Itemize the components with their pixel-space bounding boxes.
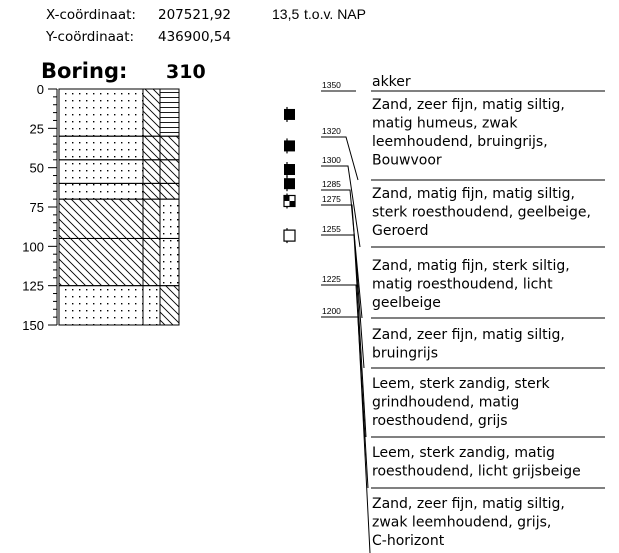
level-label: 1275 xyxy=(322,194,341,204)
level-label: 1320 xyxy=(322,126,341,136)
sample-checker-icon xyxy=(284,193,295,208)
axis-tick-label: 0 xyxy=(37,82,44,97)
lithology-column xyxy=(59,89,179,325)
axis-tick-label: 100 xyxy=(22,239,44,254)
level-label: 1300 xyxy=(322,155,341,165)
layer-description: Zand, zeer fijn, matig siltig, bruingrijs xyxy=(371,327,605,368)
sample-filled-icon xyxy=(284,176,295,191)
description-line: roesthoudend, licht grijsbeige xyxy=(372,464,581,480)
axis-tick-label: 75 xyxy=(30,200,44,215)
axis-tick-label: 50 xyxy=(30,161,44,176)
lithology-cell-right-hatch xyxy=(160,136,179,160)
y-coordinate-value: 436900,54 xyxy=(158,29,231,45)
axis-tick-label: 125 xyxy=(22,279,44,294)
level-connector xyxy=(344,285,368,488)
layer-description: Leem, sterk zandig, sterk grindhoudend, m… xyxy=(371,376,605,437)
sample-filled-icon xyxy=(284,107,295,122)
lithology-cell-left-dots xyxy=(59,160,143,184)
description-line: grindhoudend, matig xyxy=(372,395,519,411)
description-line: bruingrijs xyxy=(372,346,438,362)
layer-description: Leem, sterk zandig, matig roesthoudend, l… xyxy=(371,445,605,488)
sample-markers xyxy=(284,107,295,243)
description-line: Leem, sterk zandig, sterk xyxy=(372,376,551,392)
lithology-layer xyxy=(59,183,179,199)
elevation-reference: t.o.v. NAP xyxy=(304,6,366,22)
lithology-cell-mid-dots xyxy=(143,286,160,325)
lithology-cell-left-hatch xyxy=(59,199,143,238)
level-label: 1350 xyxy=(322,80,341,90)
description-line: matig humeus, zwak xyxy=(372,116,518,132)
level-label: 1200 xyxy=(322,306,341,316)
x-coordinate-label: X-coördinaat: xyxy=(46,7,136,23)
level-marker: 1350 xyxy=(321,80,356,91)
level-marker: 1255 xyxy=(321,224,366,437)
lithology-cell-mid-hatch xyxy=(143,160,160,184)
level-connector xyxy=(344,205,364,368)
layer-description: akker xyxy=(371,74,605,91)
axis-tick-label: 25 xyxy=(30,121,44,136)
level-markers: 1350 1320 1300 1285 1275 1255 1225 1200 xyxy=(321,80,370,553)
description-line: leemhoudend, bruingrijs, xyxy=(372,134,548,150)
description-line: Zand, matig fijn, matig siltig, xyxy=(372,186,575,202)
lithology-layer xyxy=(59,160,179,184)
layer-description: Zand, zeer fijn, matig siltig, matig hume… xyxy=(371,97,605,180)
lithology-layer xyxy=(59,136,179,160)
lithology-cell-right-hlines xyxy=(160,89,179,136)
lithology-cell-right-dots xyxy=(160,199,179,238)
description-line: matig roesthoudend, licht xyxy=(372,277,553,293)
layer-description: Zand, zeer fijn, matig siltig, zwak leemh… xyxy=(372,496,565,549)
level-label: 1285 xyxy=(322,179,341,189)
description-line: geelbeige xyxy=(372,295,441,311)
lithology-cell-mid-hatch xyxy=(143,136,160,160)
description-line: roesthoudend, grijs xyxy=(372,413,508,429)
lithology-cell-right-hatch xyxy=(160,286,179,325)
level-connector xyxy=(344,137,358,180)
description-line: zwak leemhoudend, grijs, xyxy=(372,515,551,531)
lithology-layer xyxy=(59,89,179,136)
lithology-layer xyxy=(59,286,179,325)
lithology-cell-right-hatch xyxy=(160,183,179,199)
level-marker: 1320 xyxy=(321,126,358,180)
lithology-cell-left-dots xyxy=(59,89,143,136)
lithology-cell-mid-hatch xyxy=(143,199,160,238)
lithology-cell-left-dots xyxy=(59,286,143,325)
description-line: sterk roesthoudend, geelbeige, xyxy=(372,205,591,221)
description-line: Bouwvoor xyxy=(372,153,442,169)
layer-description: Zand, matig fijn, sterk siltig, matig roe… xyxy=(371,258,605,318)
sample-filled-icon xyxy=(284,162,295,177)
boring-number: 310 xyxy=(166,61,206,83)
level-label: 1255 xyxy=(322,224,341,234)
x-coordinate-value: 207521,92 xyxy=(158,7,231,23)
level-label: 1225 xyxy=(322,274,341,284)
description-line: Zand, zeer fijn, matig siltig, xyxy=(372,327,565,343)
lithology-layer xyxy=(59,238,179,285)
boring-label: Boring: xyxy=(41,59,127,83)
description-line: Zand, matig fijn, sterk siltig, xyxy=(372,258,570,274)
description-line: Zand, zeer fijn, matig siltig, xyxy=(372,496,565,512)
lithology-cell-right-hatch xyxy=(160,160,179,184)
description-line: Geroerd xyxy=(372,223,429,239)
sample-open-icon xyxy=(284,228,295,243)
elevation-value: 13,5 xyxy=(272,6,299,22)
y-coordinate-label: Y-coördinaat: xyxy=(45,29,134,45)
lithology-cell-mid-hatch xyxy=(143,183,160,199)
lithology-cell-right-dots xyxy=(160,238,179,285)
lithology-cell-left-hatch xyxy=(59,238,143,285)
header: X-coördinaat: 207521,92 Y-coördinaat: 43… xyxy=(41,6,366,83)
sample-filled-icon xyxy=(284,138,295,153)
layer-description: Zand, matig fijn, matig siltig, sterk roe… xyxy=(371,186,605,247)
description-line: Zand, zeer fijn, matig siltig, xyxy=(372,97,565,113)
description-line: Leem, sterk zandig, matig xyxy=(372,445,555,461)
lithology-cell-left-dots xyxy=(59,136,143,160)
lithology-cell-mid-hatch xyxy=(143,89,160,136)
axis-tick-label: 150 xyxy=(22,318,44,333)
description-line: akker xyxy=(372,74,411,90)
lithology-cell-mid-hatch xyxy=(143,238,160,285)
lithology-layer xyxy=(59,199,179,238)
description-line: C-horizont xyxy=(372,533,445,549)
depth-axis: 0 25 50 75 100 125 150 xyxy=(22,82,57,333)
lithology-cell-left-dots xyxy=(59,183,143,199)
